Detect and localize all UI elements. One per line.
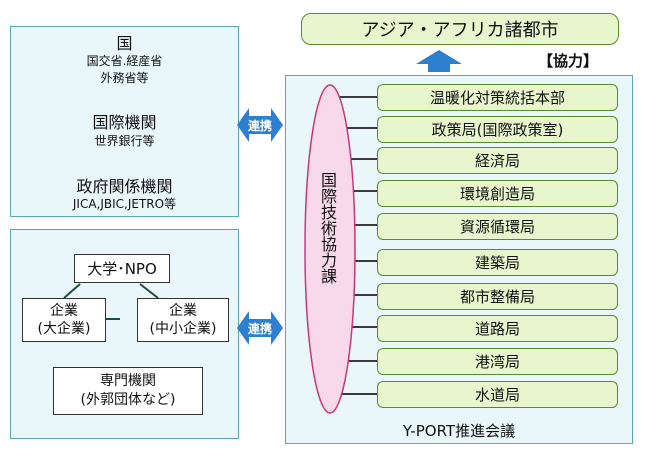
link-arrow-icon [237, 108, 283, 142]
large-company-label: 企業 [50, 303, 78, 319]
ministries-text-2: 外務省等 [100, 71, 149, 85]
specialist-org-sub: (外郭団体など) [80, 392, 176, 408]
ministries-text: 国交省.経産省 [86, 54, 163, 68]
specialist-org-label: 専門機関 [100, 373, 156, 389]
dept-road: 道路局 [377, 315, 618, 342]
link-arrow-icon [237, 311, 283, 345]
dept-economy: 経済局 [377, 147, 618, 174]
link-label-top: 連携 [247, 118, 272, 133]
sme-sub: (中小企業) [149, 321, 217, 337]
asia-africa-box: アジア・アフリカ諸都市 [301, 13, 619, 45]
dept-label: 経済局 [474, 152, 520, 170]
dept-urban: 都市整備局 [377, 283, 618, 310]
specialist-org-box: 専門機関 (外郭団体など) [53, 367, 203, 415]
gov-agency-sub: JICA,JBIC,JETRO等 [72, 197, 177, 211]
dept-label: 道路局 [474, 320, 520, 338]
dept-environment: 環境創造局 [377, 180, 618, 207]
dept-label: 水道局 [474, 386, 520, 404]
link-label-bottom: 連携 [247, 321, 272, 336]
intl-org-sub: 世界銀行等 [94, 134, 155, 148]
dept-label: 港湾局 [474, 353, 520, 371]
dept-label: 建築局 [474, 254, 520, 272]
council-label: Y-PORT推進会議 [402, 422, 516, 440]
dept-building: 建築局 [377, 249, 618, 276]
dept-label: 温暖化対策統括本部 [429, 89, 565, 107]
sme-label: 企業 [169, 303, 197, 319]
dept-port: 港湾局 [377, 348, 618, 375]
up-arrow-icon [416, 50, 462, 72]
national-title: 国 [116, 34, 133, 53]
sme-box: 企業 (中小企業) [137, 298, 229, 342]
dept-policy: 政策局(国際政策室) [377, 116, 618, 143]
national-panel: 国 国交省.経産省 外務省等 国際機関 世界銀行等 政府関係機関 JICA,JB… [10, 26, 239, 217]
asia-africa-label: アジア・アフリカ諸都市 [361, 20, 559, 41]
division-ellipse [304, 84, 356, 414]
dept-label: 政策局(国際政策室) [431, 121, 564, 139]
large-company-box: 企業 (大企業) [22, 298, 106, 342]
dept-label: 環境創造局 [459, 185, 535, 203]
dept-water: 水道局 [377, 381, 618, 408]
large-company-sub: (大企業) [37, 321, 91, 337]
university-npo-box: 大学･NPO [74, 254, 170, 283]
university-npo-label: 大学･NPO [87, 260, 157, 278]
gov-agency-title: 政府関係機関 [76, 177, 173, 196]
dept-resource: 資源循環局 [377, 213, 618, 240]
central-division-label: 国際技術協力課 [318, 172, 337, 284]
cooperation-label: 【協力】 [538, 52, 599, 70]
dept-label: 資源循環局 [459, 218, 535, 236]
dept-label: 都市整備局 [459, 288, 535, 306]
intl-org-title: 国際機関 [92, 113, 157, 132]
dept-climate: 温暖化対策統括本部 [377, 84, 618, 111]
